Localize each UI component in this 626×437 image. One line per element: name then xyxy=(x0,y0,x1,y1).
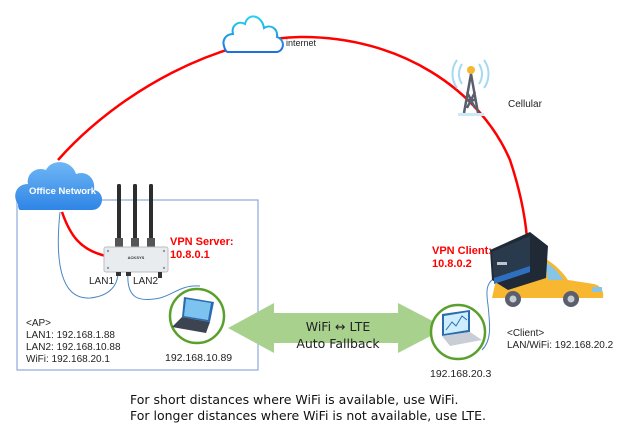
vpn-server-label: VPN Server: xyxy=(170,236,234,248)
client-laptop-icon xyxy=(429,303,487,361)
ap-laptop-ip: 192.168.10.89 xyxy=(165,352,233,364)
ap-site-box xyxy=(16,199,259,371)
client-info-title: <Client> xyxy=(507,328,545,339)
ap-brand-label: ACKSYS xyxy=(128,255,145,260)
ap-laptop-icon xyxy=(168,287,226,345)
client-info-line: LAN/WiFi: 192.168.20.2 xyxy=(507,340,614,351)
caption: For short distances where WiFi is availa… xyxy=(130,392,486,424)
ap-info-lan1: LAN1: 192.168.1.88 xyxy=(26,330,115,341)
internet-label: internet xyxy=(286,38,317,48)
vpn-client-ip: 10.8.0.2 xyxy=(432,258,472,270)
vpn-server-ip: 10.8.0.1 xyxy=(170,249,210,261)
office-to-ap-line xyxy=(60,211,107,258)
office-network-cloud-icon xyxy=(15,162,103,210)
vpn-client-label: VPN Client: xyxy=(432,245,492,257)
lan2-cable xyxy=(127,271,201,301)
caption-line-1: For short distances where WiFi is availa… xyxy=(130,392,459,407)
fallback-arrow-text: WiFi ↔ LTE Auto Fallback xyxy=(278,318,398,352)
client-router-icon xyxy=(490,232,548,290)
cellular-tower-icon xyxy=(451,59,490,116)
vpn-tunnel-line xyxy=(57,35,529,239)
caption-line-2: For longer distances where WiFi is not a… xyxy=(130,408,487,423)
ap-router-icon xyxy=(103,184,169,278)
lan1-cable xyxy=(57,211,119,299)
fallback-line-1: WiFi ↔ LTE xyxy=(305,319,371,334)
lan1-label: LAN1 xyxy=(89,276,115,287)
internet-cloud-icon xyxy=(222,15,284,53)
cellular-label: Cellular xyxy=(508,99,542,110)
lan2-label: LAN2 xyxy=(133,276,159,287)
ap-info-title: <AP> xyxy=(26,318,52,329)
ap-info-lan2: LAN2: 192.168.10.88 xyxy=(26,342,121,353)
wifi-lte-fallback-arrow xyxy=(228,303,446,353)
ap-info-wifi: WiFi: 192.168.20.1 xyxy=(26,354,110,365)
client-cable xyxy=(481,275,501,351)
fallback-line-2: Auto Fallback xyxy=(296,336,380,351)
client-laptop-ip: 192.168.20.3 xyxy=(430,368,492,380)
office-network-label: Office Network xyxy=(29,186,97,197)
